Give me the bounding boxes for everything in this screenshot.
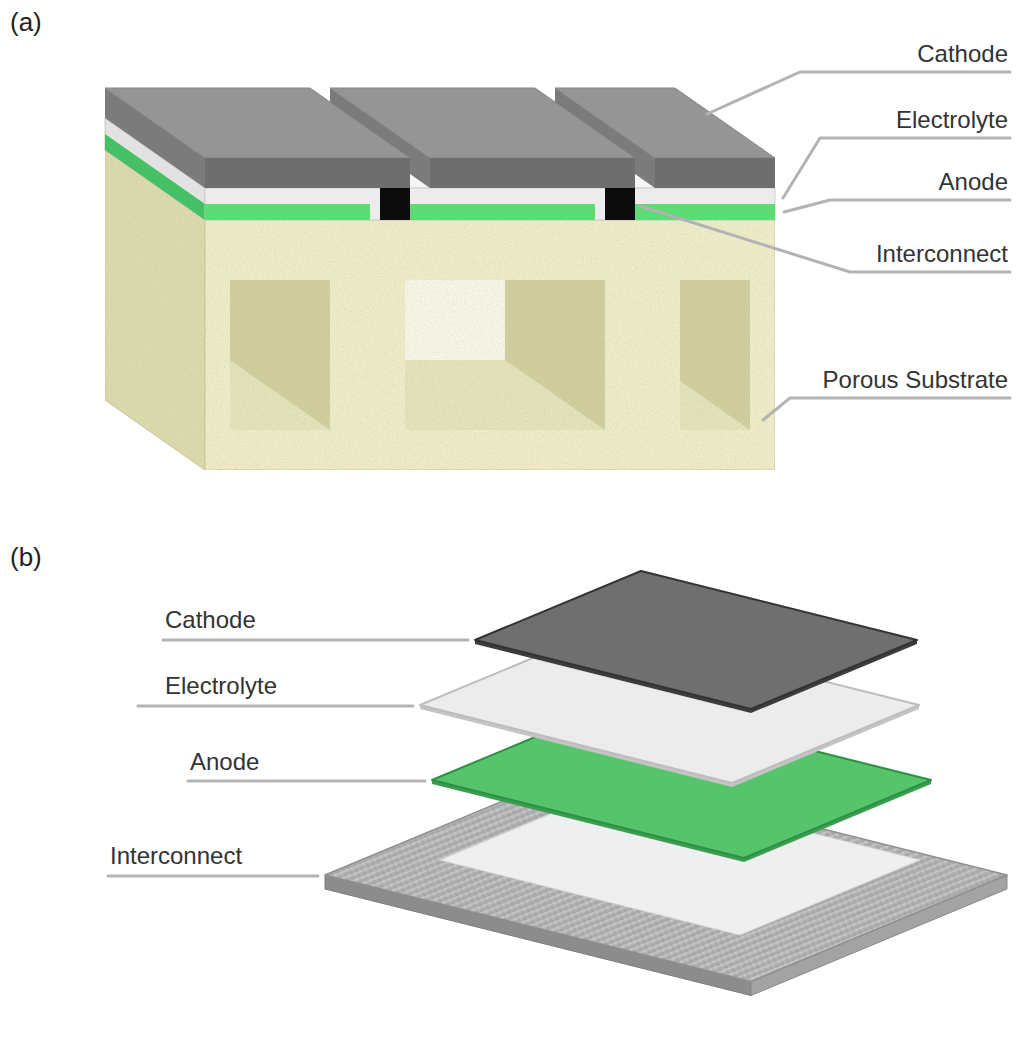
leader-line bbox=[640, 206, 1010, 272]
leader-line bbox=[783, 138, 1010, 198]
part-label: Anode bbox=[939, 168, 1008, 196]
part-label: Interconnect bbox=[876, 240, 1008, 268]
channel-floor bbox=[405, 360, 605, 430]
anode-front bbox=[395, 204, 595, 220]
cathode-front bbox=[205, 158, 410, 188]
part-label: Anode bbox=[190, 748, 259, 776]
panel-label: (a) bbox=[10, 8, 42, 36]
channel-floor bbox=[680, 360, 750, 430]
channel-floor bbox=[230, 360, 330, 430]
porous-substrate bbox=[105, 150, 775, 470]
cathode-top bbox=[105, 88, 410, 158]
substrate-channel bbox=[405, 280, 605, 430]
leader-line bbox=[763, 398, 1010, 420]
part-label: Interconnect bbox=[110, 842, 242, 870]
substrate-channel bbox=[230, 280, 330, 430]
leader-line bbox=[163, 639, 468, 642]
part-label: Cathode bbox=[917, 40, 1008, 68]
interconnect-front bbox=[605, 188, 635, 220]
anode-front bbox=[205, 204, 370, 220]
channel-opening bbox=[405, 280, 505, 360]
part-label: Porous Substrate bbox=[823, 366, 1008, 394]
part-label: Electrolyte bbox=[165, 672, 277, 700]
interconnect-front bbox=[380, 188, 410, 220]
substrate-channel bbox=[680, 280, 750, 430]
part-label: Electrolyte bbox=[896, 106, 1008, 134]
leader-line bbox=[188, 780, 425, 783]
leader-line bbox=[784, 200, 1010, 212]
electrolyte-front bbox=[205, 188, 775, 220]
leader-line bbox=[108, 875, 318, 878]
cathode-plate bbox=[475, 571, 917, 709]
cathode-front bbox=[430, 158, 635, 188]
panel-label: (b) bbox=[10, 543, 42, 571]
cathode-front bbox=[655, 158, 775, 188]
leader-line bbox=[138, 705, 413, 708]
part-label: Cathode bbox=[165, 606, 256, 634]
